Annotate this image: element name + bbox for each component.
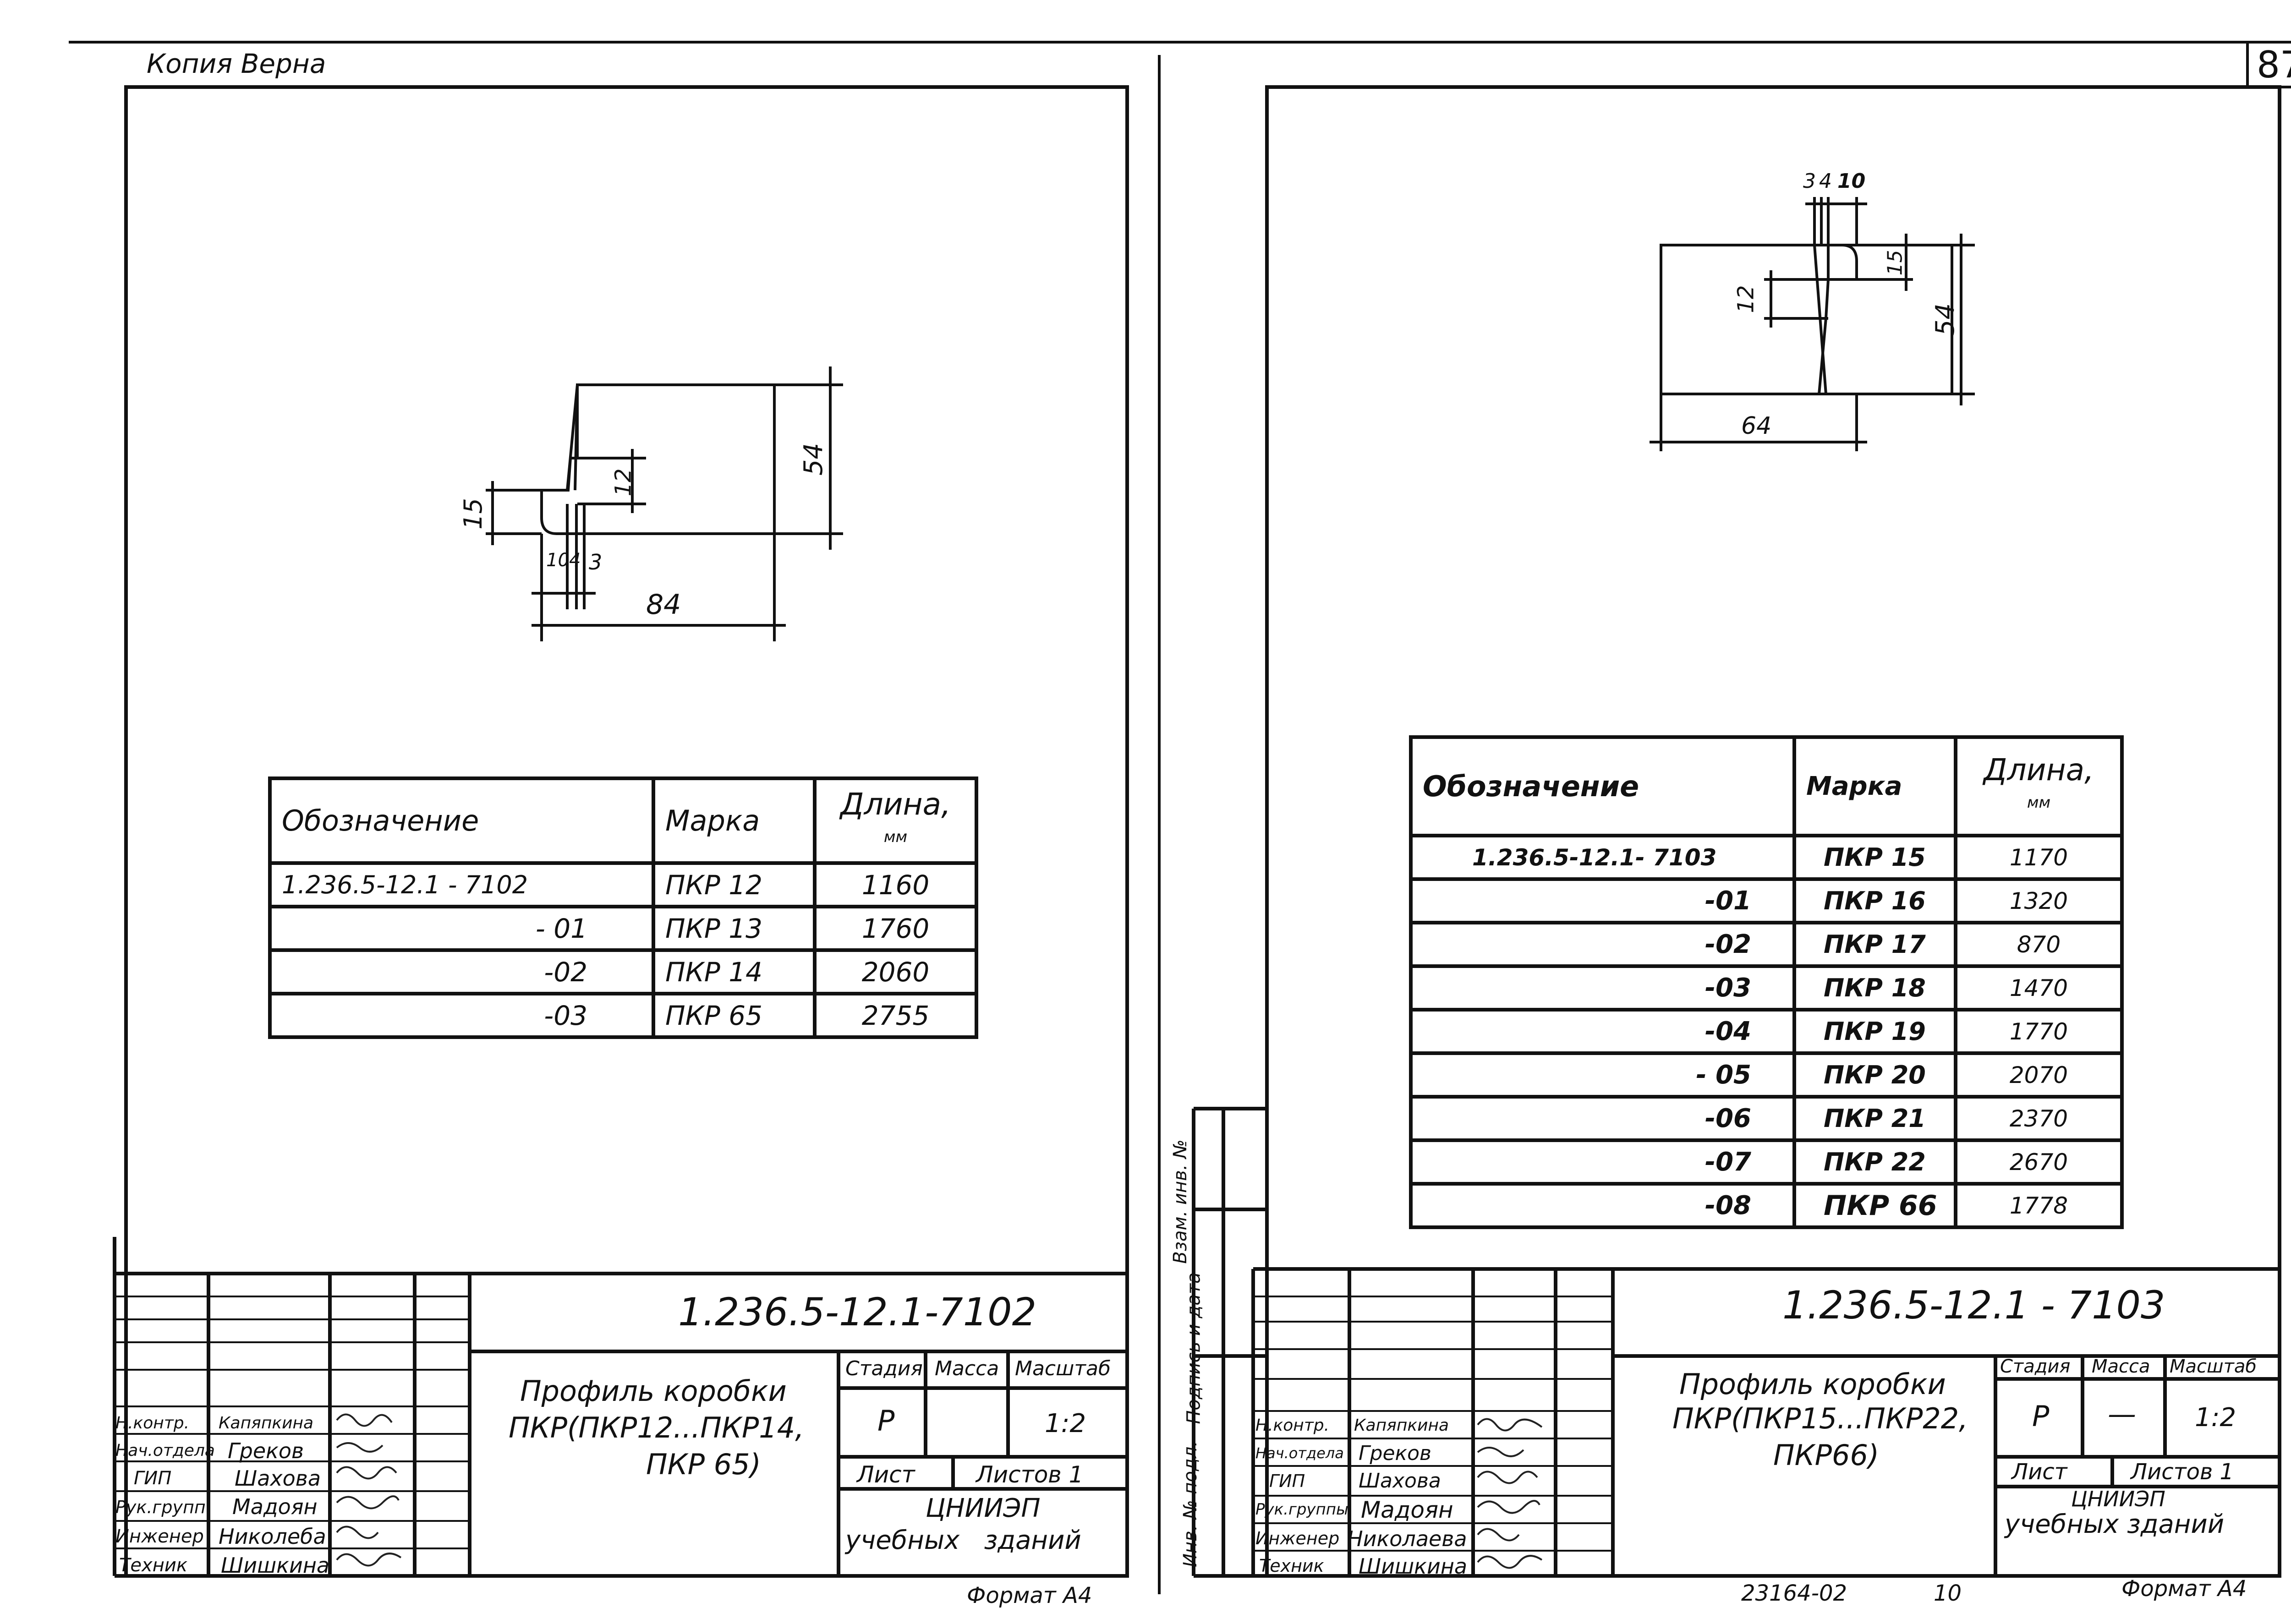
left-dim-84: 84 bbox=[646, 589, 681, 621]
right-scale-value: 1:2 bbox=[2195, 1403, 2236, 1433]
left-stage-value: Р bbox=[877, 1404, 895, 1438]
person-row: Нач.отдела Греков bbox=[115, 1438, 304, 1463]
left-sheet-label: Лист bbox=[857, 1461, 915, 1488]
left-stage-label: Стадия bbox=[845, 1357, 923, 1380]
doc-code: 23164-02 bbox=[1741, 1580, 1847, 1606]
table-row: -02 ПКР 14 2060 bbox=[268, 948, 978, 995]
left-dim-4: 4 bbox=[569, 550, 581, 571]
left-stamp-title-2: ПКР(ПКР12...ПКР14, bbox=[509, 1411, 804, 1444]
table-row: -08 ПКР 66 1778 bbox=[1409, 1182, 2124, 1229]
header-mark: Марка bbox=[1792, 735, 1957, 837]
right-stamp-title-1: Профиль коробки bbox=[1679, 1367, 1946, 1401]
top-note: Копия Верна bbox=[147, 48, 326, 79]
person-row: ГИП Шахова bbox=[1269, 1469, 1441, 1493]
right-dim-3: 3 bbox=[1803, 170, 1816, 193]
right-dim-4: 4 bbox=[1819, 170, 1832, 193]
left-format-label: Формат А4 bbox=[967, 1583, 1092, 1608]
right-scale-label: Масштаб bbox=[2170, 1356, 2257, 1377]
person-row: Н.контр. Капяпкина bbox=[1255, 1416, 1449, 1435]
right-sheet-label: Лист bbox=[2011, 1459, 2067, 1485]
header-length: Длина,мм bbox=[813, 776, 978, 865]
doc-sheet: 10 bbox=[1934, 1580, 1962, 1606]
table-row: -01 ПКР 16 1320 bbox=[1409, 877, 2124, 924]
table-row: -03 ПКР 65 2755 bbox=[268, 992, 978, 1039]
left-stamp-title-3: ПКР 65) bbox=[646, 1448, 761, 1481]
left-org-1: ЦНИИЭП bbox=[926, 1493, 1041, 1523]
person-row: Техник Шишкина bbox=[119, 1553, 330, 1578]
left-dim-3: 3 bbox=[589, 550, 603, 574]
left-stamp-title-1: Профиль коробки bbox=[520, 1374, 787, 1408]
left-stamp-people: Н.контр. Капяпкина Нач.отдела Греков ГИП… bbox=[115, 1410, 445, 1580]
header-designation: Обозначение bbox=[1409, 735, 1796, 837]
person-row: Рук.групп Мадоян bbox=[115, 1494, 318, 1519]
person-row: Нач.отдела Греков bbox=[1255, 1442, 1431, 1465]
person-row: Техник Шишкина bbox=[1259, 1554, 1468, 1579]
left-spec-table: Обозначение Марка Длина,мм 1.236.5-12.1 … bbox=[268, 776, 978, 1039]
table-row: -02 ПКР 17 870 bbox=[1409, 921, 2124, 968]
person-row: Инженер Николеба bbox=[115, 1524, 326, 1549]
left-org-2: учебных зданий bbox=[845, 1526, 1081, 1555]
header-length: Длина,мм bbox=[1954, 735, 2124, 837]
table-row: -06 ПКР 21 2370 bbox=[1409, 1095, 2124, 1142]
right-mass-value: — bbox=[2108, 1397, 2136, 1431]
left-dim-10: 10 bbox=[546, 550, 570, 571]
right-dim-10: 10 bbox=[1837, 170, 1866, 193]
left-sheets-label: Листов 1 bbox=[976, 1461, 1084, 1488]
right-stamp-code: 1.236.5-12.1 - 7103 bbox=[1782, 1283, 2165, 1328]
right-stage-value: Р bbox=[2032, 1400, 2050, 1433]
person-row: Н.контр. Капяпкина bbox=[115, 1414, 314, 1433]
table-row: - 05 ПКР 20 2070 bbox=[1409, 1051, 2124, 1099]
table-row: -03 ПКР 18 1470 bbox=[1409, 964, 2124, 1012]
right-format-label: Формат А4 bbox=[2121, 1576, 2247, 1602]
right-stamp-people: Н.контр. Капяпкина Нач.отдела Греков ГИП… bbox=[1255, 1413, 1585, 1580]
right-org-2: учебных зданий bbox=[2005, 1509, 2225, 1539]
right-dim-64: 64 bbox=[1741, 412, 1772, 440]
table-row: 1.236.5-12.1 - 7102 ПКР 12 1160 bbox=[268, 861, 978, 908]
person-row: Рук.группы Мадоян bbox=[1255, 1497, 1453, 1523]
left-scale-value: 1:2 bbox=[1045, 1409, 1086, 1438]
table-row: -07 ПКР 22 2670 bbox=[1409, 1138, 2124, 1186]
header-mark: Марка bbox=[652, 776, 817, 865]
right-stamp-title-3: ПКР66) bbox=[1773, 1438, 1880, 1472]
left-mass-label: Масса bbox=[935, 1357, 999, 1380]
left-scale-label: Масштаб bbox=[1015, 1357, 1111, 1380]
header-designation: Обозначение bbox=[268, 776, 655, 865]
table-row: -04 ПКР 19 1770 bbox=[1409, 1008, 2124, 1055]
right-stage-label: Стадия bbox=[2000, 1356, 2071, 1377]
table-row: 1.236.5-12.1- 7103 ПКР 15 1170 bbox=[1409, 834, 2124, 881]
person-row: Инженер Николаева bbox=[1255, 1526, 1467, 1551]
right-sheets-label: Листов 1 bbox=[2131, 1459, 2234, 1485]
right-org-1: ЦНИИЭП bbox=[2071, 1487, 2165, 1511]
table-row: - 01 ПКР 13 1760 bbox=[268, 905, 978, 952]
left-stamp-code: 1.236.5-12.1-7102 bbox=[678, 1290, 1037, 1334]
right-stamp-title-2: ПКР(ПКР15...ПКР22, bbox=[1672, 1402, 1968, 1435]
right-mass-label: Масса bbox=[2092, 1356, 2150, 1377]
page-number: 87 bbox=[2257, 44, 2291, 86]
right-spec-table: Обозначение Марка Длина,мм 1.236.5-12.1-… bbox=[1409, 735, 2124, 1229]
person-row: ГИП Шахова bbox=[134, 1466, 321, 1491]
